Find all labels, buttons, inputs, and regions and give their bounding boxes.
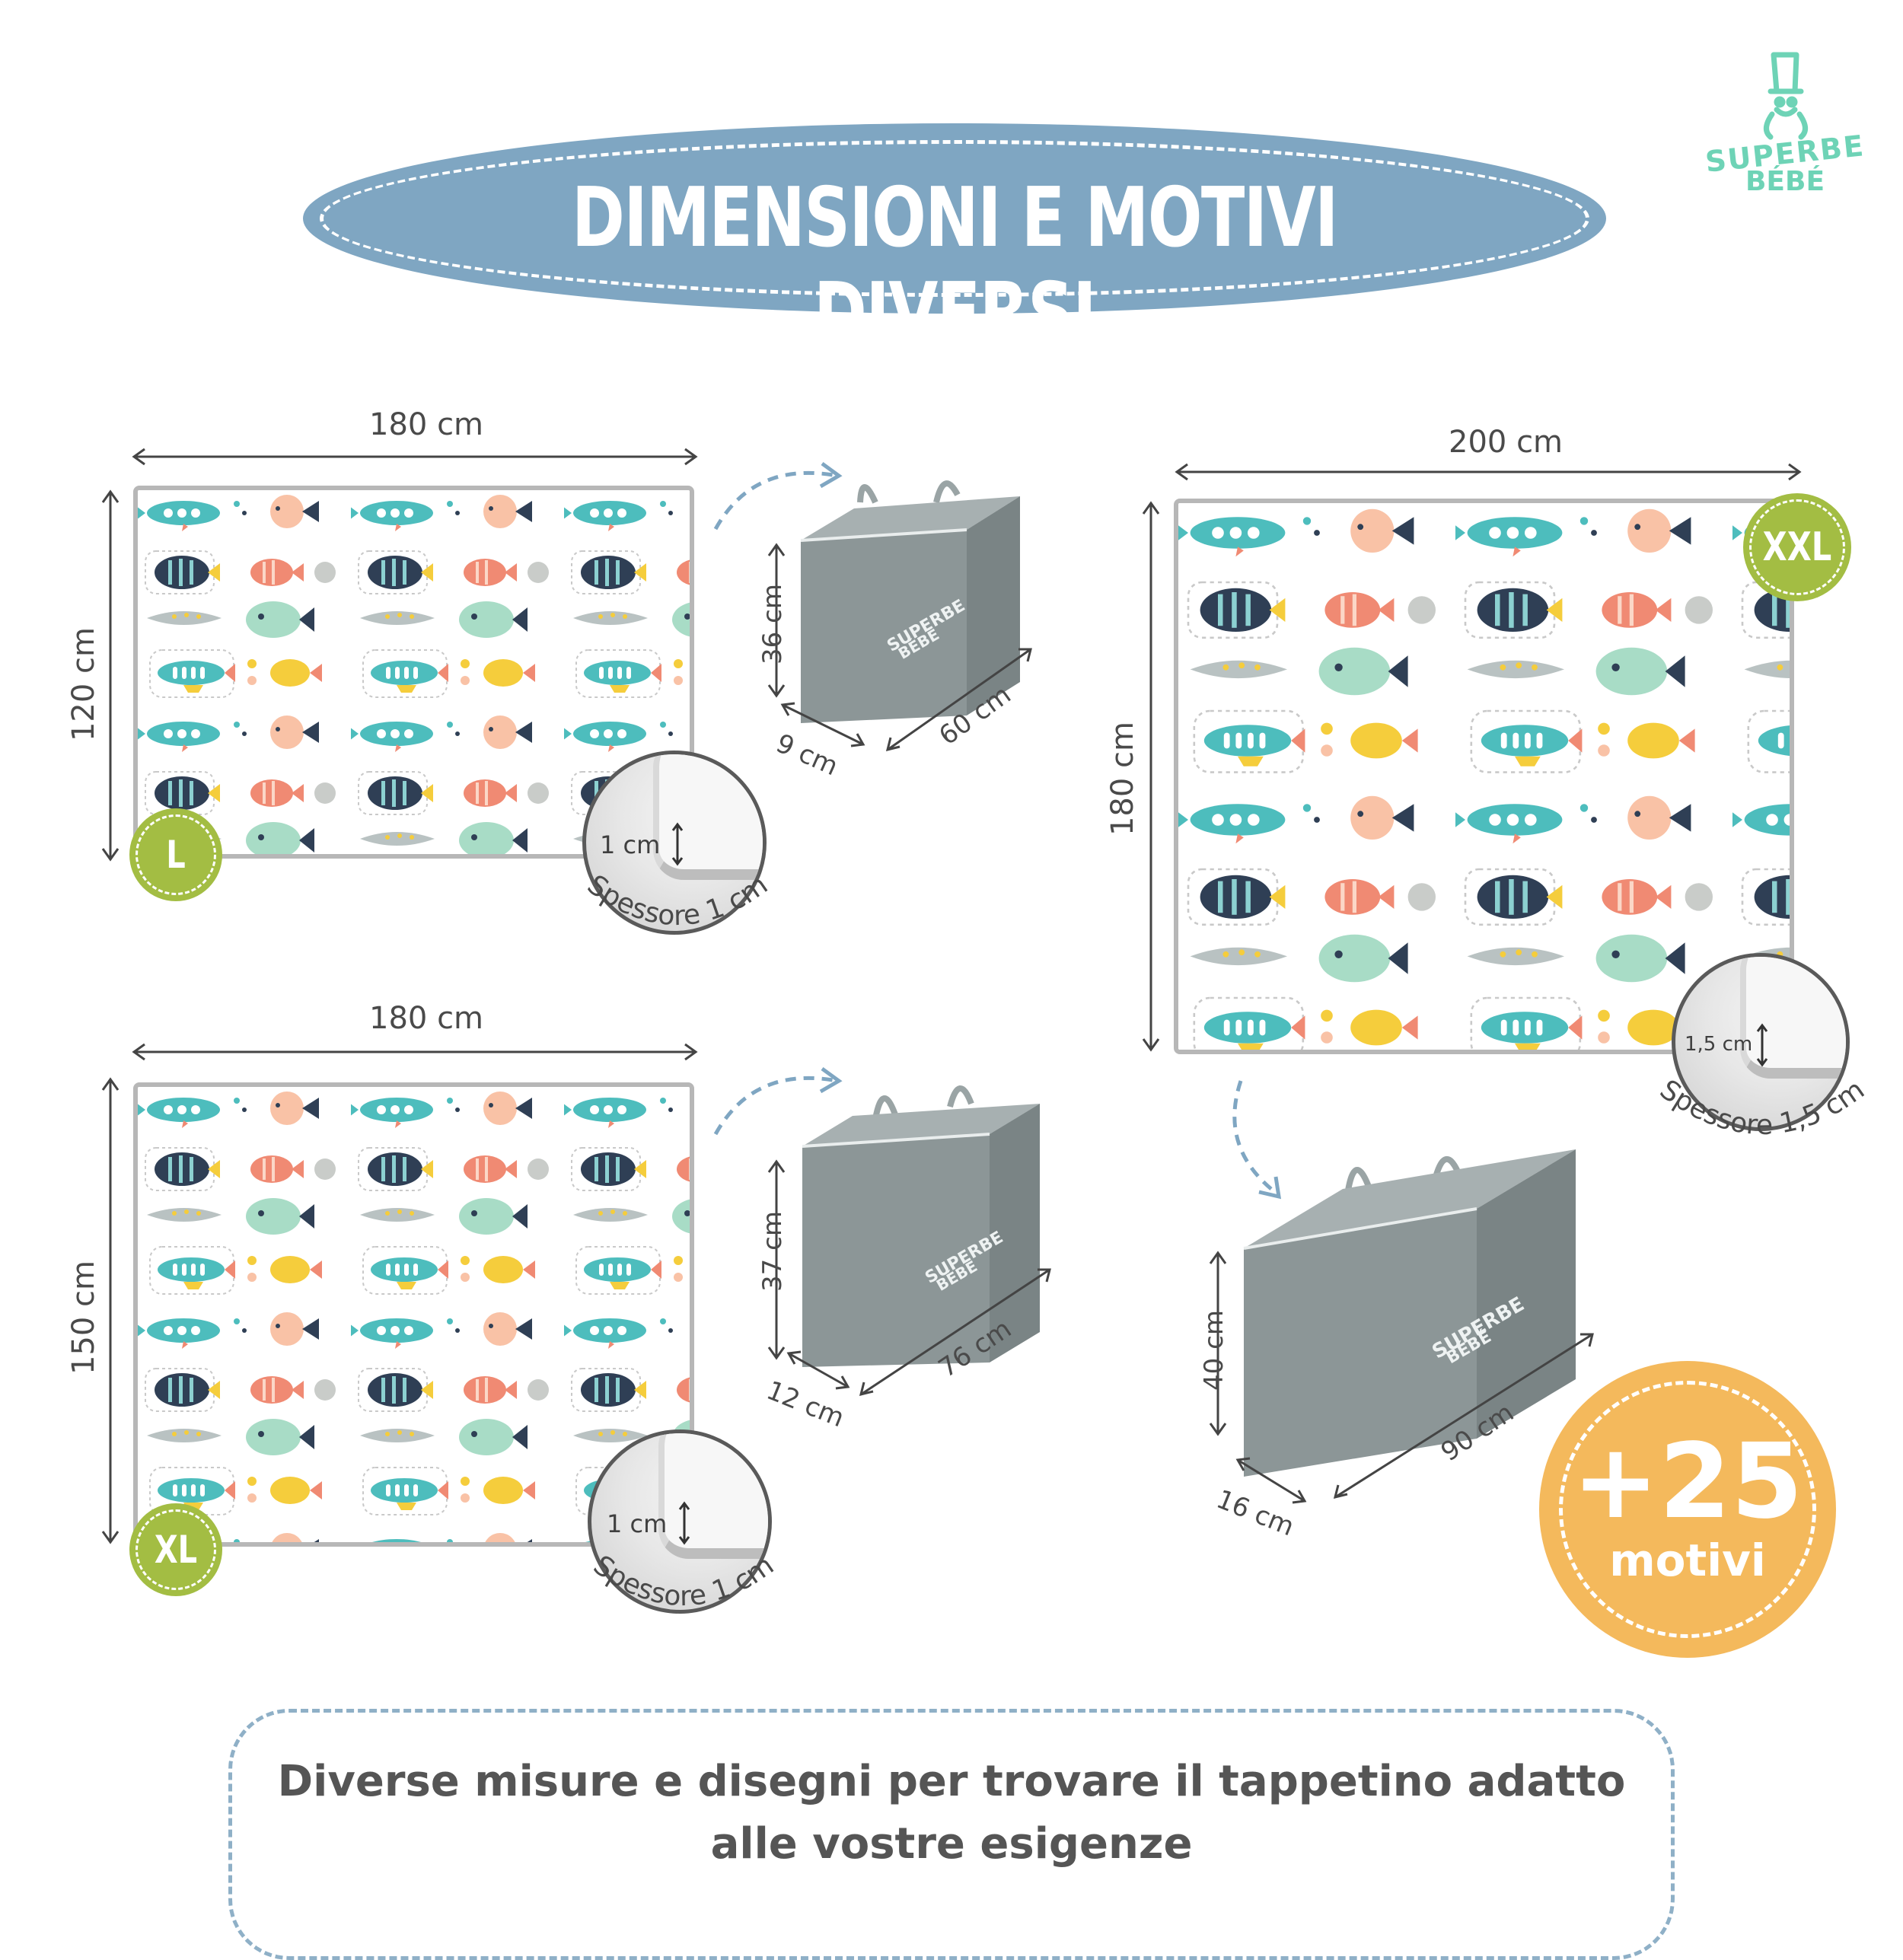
- motifs-word: motivi: [1609, 1535, 1766, 1586]
- thickness-caption-l: Spessore 1 cm: [582, 869, 773, 932]
- page-title: DIMENSIONI E MOTIVI DIVERSI: [572, 171, 1339, 361]
- storage-bag-2: SUPERBE BÉBÉ: [799, 1073, 1043, 1370]
- bag-1-height-label: 36 cm: [757, 584, 788, 664]
- bag-3-height-label: 40 cm: [1198, 1310, 1229, 1391]
- thickness-caption-xxl: Spessore 1,5 cm: [1654, 1074, 1870, 1141]
- bag-illustration: [802, 1085, 1040, 1367]
- footer-line-2: alle vostre esigenze: [710, 1819, 1193, 1869]
- bag-2-height-label: 37 cm: [757, 1211, 788, 1292]
- size-badge-xxl: XXL: [1743, 493, 1851, 601]
- size-badge-l-text: L: [166, 833, 186, 877]
- footer-line-1: Diverse misure e disegni per trovare il …: [277, 1757, 1626, 1806]
- mat-xl-height-label: 150 cm: [66, 1260, 102, 1375]
- title-banner-stitching: [320, 140, 1589, 297]
- size-badge-l: L: [129, 808, 222, 901]
- chef-mascot-icon: [1764, 52, 1808, 140]
- thickness-arrow-icon: [678, 1501, 690, 1545]
- height-dimension-arrow: [101, 489, 120, 862]
- dashed-arrow: [713, 461, 843, 531]
- bag-illustration: [800, 480, 1020, 723]
- mat-xxl-height-label: 180 cm: [1105, 721, 1141, 837]
- footer-caption-box: Diverse misure e disegni per trovare il …: [228, 1709, 1675, 1960]
- motifs-count: +25: [1572, 1422, 1803, 1542]
- title-banner: DIMENSIONI E MOTIVI DIVERSI: [303, 123, 1606, 361]
- storage-bag-3: SUPERBE BÉBÉ: [1241, 1134, 1576, 1484]
- bag-depth-arrow: [786, 1350, 850, 1390]
- svg-text:Spessore 1 cm: Spessore 1 cm: [582, 869, 773, 932]
- width-dimension-arrow: [132, 448, 698, 466]
- svg-text:Spessore 1,5 cm: Spessore 1,5 cm: [1654, 1074, 1870, 1141]
- brand-logo: SUPERBE BÉBÉ: [1697, 46, 1873, 198]
- bag-length-arrow: [1333, 1333, 1594, 1499]
- footer-caption: Diverse misure e disegni per trovare il …: [232, 1751, 1671, 1876]
- thickness-zoom-xl: 1 cm: [588, 1429, 772, 1614]
- mat-l-width-label: 180 cm: [369, 407, 484, 442]
- dashed-arrow: [1232, 1080, 1282, 1200]
- height-dimension-arrow: [1142, 501, 1160, 1052]
- bag-height-arrow: [767, 1159, 786, 1360]
- height-dimension-arrow: [101, 1077, 120, 1544]
- thickness-zoom-xxl: 1,5 cm: [1672, 953, 1850, 1131]
- thickness-arrow-icon: [1756, 1023, 1768, 1067]
- thickness-zoom-xl-value: 1 cm: [607, 1509, 668, 1538]
- size-badge-xxl-text: XXL: [1762, 524, 1832, 570]
- mat-xl-image: [133, 1082, 694, 1547]
- mat-xxl-image: [1174, 499, 1794, 1054]
- thickness-caption-xl: Spessore 1 cm: [588, 1550, 779, 1612]
- width-dimension-arrow: [1175, 463, 1802, 481]
- bag-depth-arrow: [780, 702, 865, 747]
- logo-wordmark-sub: BÉBÉ: [1745, 166, 1825, 197]
- mat-l-height-label: 120 cm: [66, 626, 102, 742]
- size-badge-xl-text: XL: [154, 1528, 198, 1572]
- dashed-arrow: [713, 1066, 843, 1136]
- bag-length-arrow: [885, 648, 1032, 752]
- bag-height-arrow: [1209, 1251, 1227, 1436]
- bag-depth-arrow: [1235, 1457, 1307, 1504]
- thickness-zoom-xxl-value: 1,5 cm: [1685, 1033, 1753, 1056]
- mat-xl-width-label: 180 cm: [369, 1001, 484, 1036]
- size-badge-xl: XL: [129, 1503, 222, 1596]
- motifs-count-badge: +25 motivi: [1539, 1361, 1836, 1658]
- svg-text:Spessore 1 cm: Spessore 1 cm: [588, 1550, 779, 1612]
- storage-bag-1: SUPERBE BÉBÉ: [799, 472, 1020, 723]
- thickness-zoom-l-value: 1 cm: [600, 830, 661, 859]
- bag-length-arrow: [859, 1268, 1051, 1397]
- bag-illustration: [1243, 1149, 1576, 1477]
- thickness-arrow-icon: [671, 822, 684, 866]
- bag-height-arrow: [767, 543, 786, 698]
- width-dimension-arrow: [132, 1043, 698, 1061]
- thickness-zoom-l: 1 cm: [582, 751, 767, 935]
- mat-xxl-width-label: 200 cm: [1449, 425, 1564, 460]
